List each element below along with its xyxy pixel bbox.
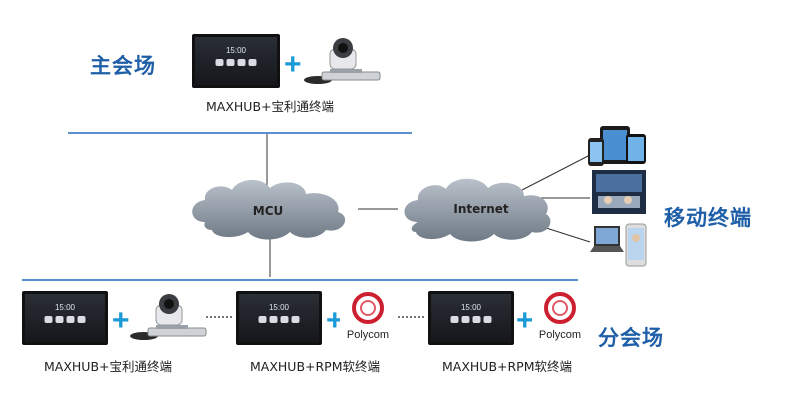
branch-caption-3: MAXHUB+RPM软终端	[442, 359, 573, 374]
screen-app-icons	[44, 316, 86, 323]
branch-caption-2: MAXHUB+RPM软终端	[250, 359, 381, 374]
screen-clock: 15:00	[225, 46, 247, 55]
main-site-caption: MAXHUB+宝利通终端	[206, 99, 334, 114]
polycom-camera-terminal-branch	[130, 294, 207, 340]
internet-label: Internet	[453, 202, 508, 216]
main-site-separator	[68, 132, 412, 134]
screen-clock: 15:00	[268, 303, 290, 312]
internet-cloud: Internet	[404, 178, 551, 242]
maxhub-screen-branch-3: 15:00	[428, 291, 514, 345]
mcu-label: MCU	[253, 204, 284, 218]
plus-icon: +	[284, 48, 302, 81]
plus-icon: +	[112, 304, 130, 337]
dotted-separator	[206, 316, 232, 318]
branch-site-title: 分会场	[598, 326, 664, 350]
laptop-video-call-icon	[590, 223, 647, 267]
mobile-terminal-title: 移动终端	[664, 206, 752, 230]
dotted-separator	[398, 316, 424, 318]
screen-app-icons	[450, 316, 492, 323]
branch-site-separator	[22, 279, 578, 281]
tablet-phone-devices-icon	[588, 126, 646, 166]
mobile-conference-room-icon	[592, 170, 646, 214]
maxhub-screen-branch-2: 15:00	[236, 291, 322, 345]
plus-icon: +	[516, 304, 534, 337]
branch-caption-1: MAXHUB+宝利通终端	[44, 359, 172, 374]
maxhub-screen-main: 15:00	[192, 34, 280, 88]
screen-clock: 15:00	[54, 303, 76, 312]
screen-app-icons	[215, 59, 257, 66]
polycom-label: Polycom	[347, 329, 389, 341]
polycom-camera-terminal-main	[304, 38, 381, 84]
link-internet-to-tablet	[521, 154, 591, 191]
link-internet-to-laptop	[539, 225, 591, 243]
main-site-title: 主会场	[90, 54, 156, 78]
plus-icon: +	[326, 304, 344, 337]
polycom-logo-branch-2: Polycom	[340, 290, 396, 348]
polycom-logo-branch-3: Polycom	[532, 290, 588, 348]
screen-clock: 15:00	[460, 303, 482, 312]
screen-app-icons	[258, 316, 300, 323]
maxhub-screen-branch-1: 15:00	[22, 291, 108, 345]
polycom-label: Polycom	[539, 329, 581, 341]
mcu-cloud: MCU	[192, 179, 346, 240]
